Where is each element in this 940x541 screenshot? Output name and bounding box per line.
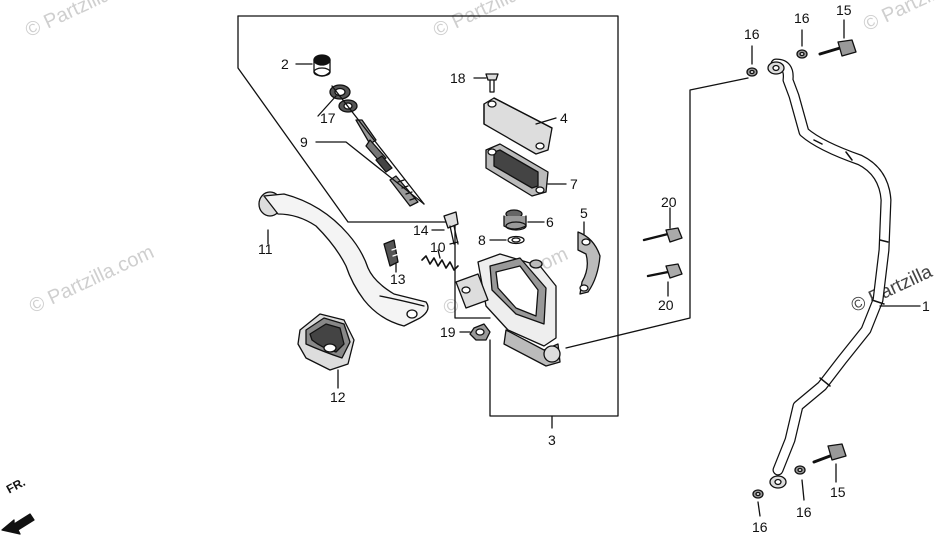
pivot-bolt <box>443 211 459 245</box>
callout-5: 5 <box>580 205 588 221</box>
callout-11: 11 <box>258 241 273 257</box>
callout-7: 7 <box>570 176 578 192</box>
callout-20-a: 20 <box>661 194 677 210</box>
leader-line <box>565 77 749 349</box>
callout-8: 8 <box>478 232 486 248</box>
washer-part <box>752 489 764 499</box>
washer-part <box>794 465 806 475</box>
callout-13: 13 <box>390 271 406 287</box>
callout-18: 18 <box>450 70 466 86</box>
ring-part <box>507 235 525 245</box>
bolt-part <box>642 227 683 243</box>
forward-arrow-icon <box>1 513 35 535</box>
nut-part <box>469 323 491 341</box>
screw-part <box>485 73 499 93</box>
leader-line <box>801 479 805 501</box>
leader-line <box>331 85 425 205</box>
callout-15-upper: 15 <box>836 2 852 18</box>
callout-2: 2 <box>281 56 289 72</box>
callout-1: 1 <box>922 298 930 314</box>
callout-16-d: 16 <box>752 519 768 535</box>
brake-lever <box>258 191 429 327</box>
leader-line <box>437 249 441 259</box>
banjo-bolt <box>818 39 857 57</box>
washer-part <box>746 67 758 77</box>
callout-14: 14 <box>413 222 429 238</box>
callout-10: 10 <box>430 239 446 255</box>
cap-part <box>313 54 331 77</box>
diaphragm-plate <box>485 143 549 197</box>
callout-16-a: 16 <box>744 26 760 42</box>
leader-line <box>535 117 557 125</box>
brake-hose <box>767 58 892 489</box>
washer-part <box>796 49 808 59</box>
assembly-bracket <box>237 15 456 223</box>
master-cylinder-body <box>455 253 561 367</box>
leader-line <box>757 501 761 517</box>
callout-4: 4 <box>560 110 568 126</box>
banjo-bolt <box>812 443 847 464</box>
callout-16-c: 16 <box>796 504 812 520</box>
callout-12: 12 <box>330 389 346 405</box>
assembly-bracket <box>454 221 491 319</box>
piston-set <box>329 84 419 207</box>
spring-part <box>421 255 459 271</box>
callout-17: 17 <box>320 110 336 126</box>
boot-part <box>503 209 527 231</box>
assembly-bracket <box>237 15 619 417</box>
callout-6: 6 <box>546 214 554 230</box>
bolt-part <box>646 263 683 279</box>
holder-clamp <box>577 231 601 295</box>
lever-boot <box>297 313 355 371</box>
callout-19: 19 <box>440 324 456 340</box>
callout-3: 3 <box>548 432 556 448</box>
leader-line <box>317 95 337 117</box>
callout-15-lower: 15 <box>830 484 846 500</box>
adjuster-part <box>383 239 400 267</box>
callout-16-b: 16 <box>794 10 810 26</box>
leader-line <box>315 141 425 205</box>
callout-20-b: 20 <box>658 297 674 313</box>
callout-9: 9 <box>300 134 308 150</box>
reservoir-cover <box>483 97 553 155</box>
